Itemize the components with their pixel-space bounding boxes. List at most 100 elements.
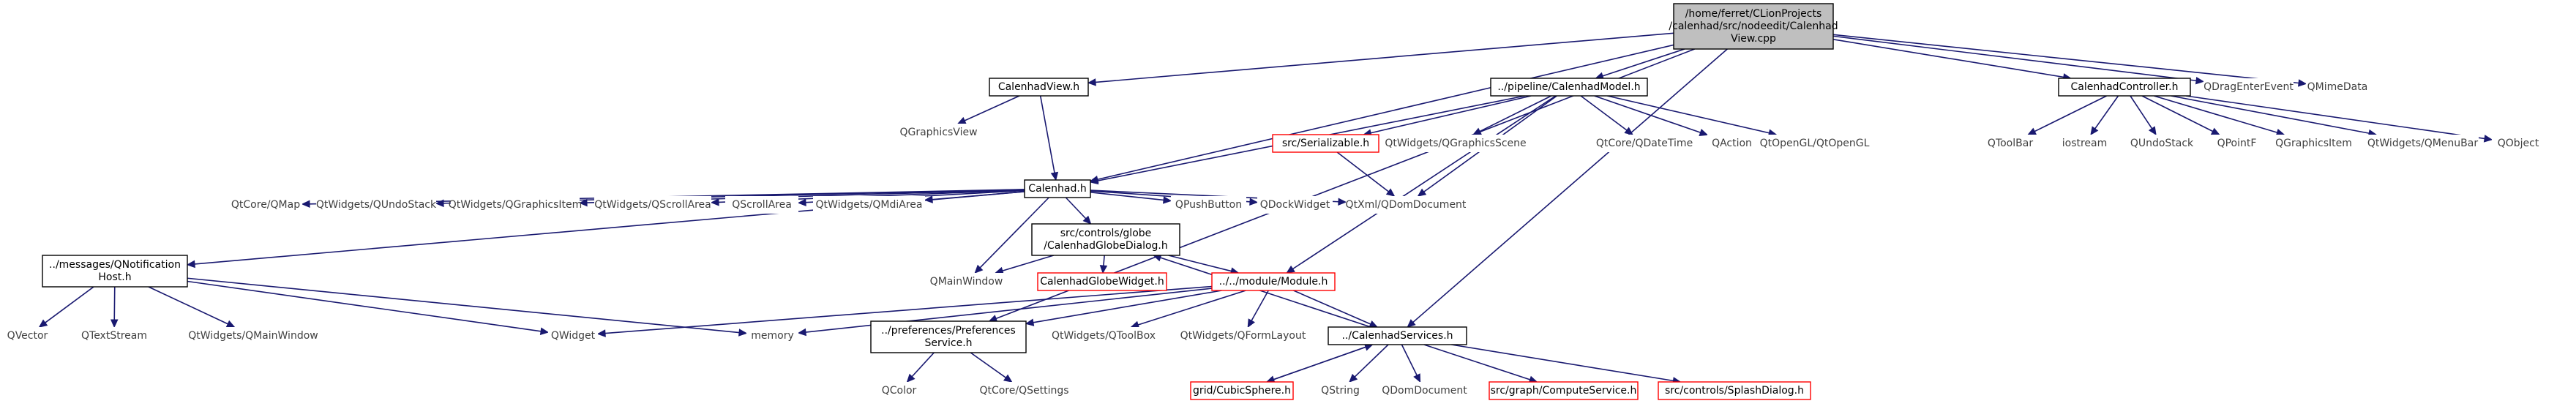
edge-line xyxy=(1594,95,1701,133)
edge-arrowhead xyxy=(1082,215,1092,225)
edge-module_h-to-qwidget xyxy=(596,285,1213,337)
node-box xyxy=(2367,135,2479,152)
node-box xyxy=(316,196,436,214)
edge-calenhad_h-to-qpushbutton xyxy=(1090,191,1172,204)
edge-arrowhead xyxy=(2298,79,2307,87)
edge-calenhad_h-to-qmainwindow xyxy=(974,197,1049,274)
node-qdockwidget: QDockWidget xyxy=(1257,196,1333,214)
node-qmenubar: QtWidgets/QMenuBar xyxy=(2367,135,2479,152)
edge-line xyxy=(1336,151,1389,192)
edge-arrowhead xyxy=(539,327,550,335)
edge-arrowhead xyxy=(1087,78,1096,86)
node-box xyxy=(2125,135,2198,152)
node-qdragenterevent: QDragEnterEvent xyxy=(2204,78,2294,96)
edge-calenhadcontroller_h-to-iostream xyxy=(2090,95,2119,135)
node-label: QScrollArea xyxy=(732,199,792,211)
edge-line xyxy=(1832,39,2064,78)
edge-calenhadmodel_h-to-module_h xyxy=(1286,95,1557,274)
edge-arrowhead xyxy=(2148,126,2157,136)
node-cubicsphere_h[interactable]: grid/CubicSphere.h xyxy=(1190,381,1294,400)
edge-arrowhead xyxy=(1003,374,1013,383)
edge-line xyxy=(604,285,1213,334)
node-computeservice_h[interactable]: src/graph/ComputeService.h xyxy=(1489,381,1639,400)
edge-arrowhead xyxy=(974,264,984,274)
node-box xyxy=(1031,223,1180,256)
node-qgraphicsitem_plain: QGraphicsItem xyxy=(2274,135,2354,152)
node-box xyxy=(79,327,149,345)
node-label: QtWidgets/QMainWindow xyxy=(188,330,318,342)
node-services_h[interactable]: ../CalenhadServices.h xyxy=(1328,326,1467,345)
edge-root-to-calenhadcontroller_h xyxy=(1832,39,2072,81)
edge-arrowhead xyxy=(797,328,807,337)
edge-calenhadmodel_h-to-qopengl xyxy=(1607,95,1778,137)
node-label: QtCore/QSettings xyxy=(979,385,1068,397)
edge-qnotificationhost_h-to-qwidget xyxy=(187,280,550,335)
edge-arrowhead xyxy=(186,260,195,269)
node-calenhad_h[interactable]: Calenhad.h xyxy=(1024,179,1091,198)
node-box xyxy=(1382,382,1467,399)
node-box xyxy=(1037,272,1167,291)
node-box xyxy=(813,196,925,214)
node-box xyxy=(1048,327,1159,345)
edge-calenhadcontroller_h-to-qobject xyxy=(2185,95,2493,143)
edge-line xyxy=(2185,95,2485,140)
edge-line xyxy=(2171,95,2370,134)
node-globewidget_h[interactable]: CalenhadGlobeWidget.h xyxy=(1037,272,1167,291)
node-box xyxy=(229,196,302,214)
node-qvector: QVector xyxy=(3,327,52,345)
node-label: QDragEnterEvent xyxy=(2204,81,2294,93)
node-box xyxy=(989,78,1089,97)
node-splashdialog_h[interactable]: src/controls/SplashDialog.h xyxy=(1658,381,1811,400)
node-qformlayout: QtWidgets/QFormLayout xyxy=(1180,327,1306,345)
edge-arrowhead xyxy=(797,198,806,206)
edge-line xyxy=(45,286,94,323)
node-label: iostream xyxy=(2062,138,2108,149)
node-box xyxy=(725,196,798,214)
edge-line xyxy=(1451,344,1674,382)
node-root[interactable]: /home/ferret/CLionProjects/calenhad/src/… xyxy=(1669,3,1838,50)
node-label: src/Serializable.h xyxy=(1282,138,1369,149)
edge-arrowhead xyxy=(1407,319,1416,328)
node-qundostack_w: QtWidgets/QUndoStack xyxy=(316,196,437,214)
node-label: Host.h xyxy=(98,271,131,283)
edge-arrowhead xyxy=(2195,76,2205,85)
node-calenhadcontroller_h[interactable]: CalenhadController.h xyxy=(2058,78,2191,97)
node-module_h[interactable]: ../../module/Module.h xyxy=(1211,272,1336,291)
node-globedialog_h[interactable]: src/controls/globe/CalenhadGlobeDialog.h xyxy=(1031,223,1180,256)
edge-cubicsphere_h-to-services_h xyxy=(1266,343,1374,383)
node-box xyxy=(1596,135,1693,152)
edge-arrowhead xyxy=(301,200,310,209)
edge-arrowhead xyxy=(110,319,119,329)
node-box xyxy=(2057,135,2112,152)
edge-arrowhead xyxy=(710,198,719,206)
edge-qnotificationhost_h-to-qmainwindow_w xyxy=(148,286,236,328)
edge-line xyxy=(1137,290,1246,326)
edge-root-to-calenhad_h xyxy=(1089,44,1674,184)
edge-line xyxy=(1370,95,1532,134)
node-box xyxy=(548,327,598,345)
node-label: QtWidgets/QGraphicsScene xyxy=(1385,138,1526,149)
edge-services_h-to-qdomdocument xyxy=(1401,344,1421,383)
edge-line xyxy=(1039,95,1055,173)
node-qobject: QObject xyxy=(2492,135,2545,152)
edge-line xyxy=(187,280,542,332)
edge-line xyxy=(1602,48,1685,77)
node-calenhadmodel_h[interactable]: ../pipeline/CalenhadModel.h xyxy=(1490,78,1648,97)
node-label: QGraphicsItem xyxy=(2275,138,2352,149)
edge-line xyxy=(1607,95,1770,134)
node-serializable_h[interactable]: src/Serializable.h xyxy=(1272,134,1379,153)
edge-line xyxy=(1354,344,1389,378)
node-qscrollarea_w: QtWidgets/QScrollArea xyxy=(594,196,711,214)
node-qtoolbar: QToolBar xyxy=(1983,135,2037,152)
edge-line xyxy=(2141,95,2213,132)
node-label: QtWidgets/QGraphicsItem xyxy=(449,199,583,211)
node-box xyxy=(1328,326,1467,345)
node-calenhadview_h[interactable]: CalenhadView.h xyxy=(989,78,1089,97)
node-box xyxy=(1983,135,2037,152)
edge-line xyxy=(911,352,935,378)
node-qtoolbox: QtWidgets/QToolBox xyxy=(1048,327,1159,345)
edge-arrowhead xyxy=(596,329,606,337)
